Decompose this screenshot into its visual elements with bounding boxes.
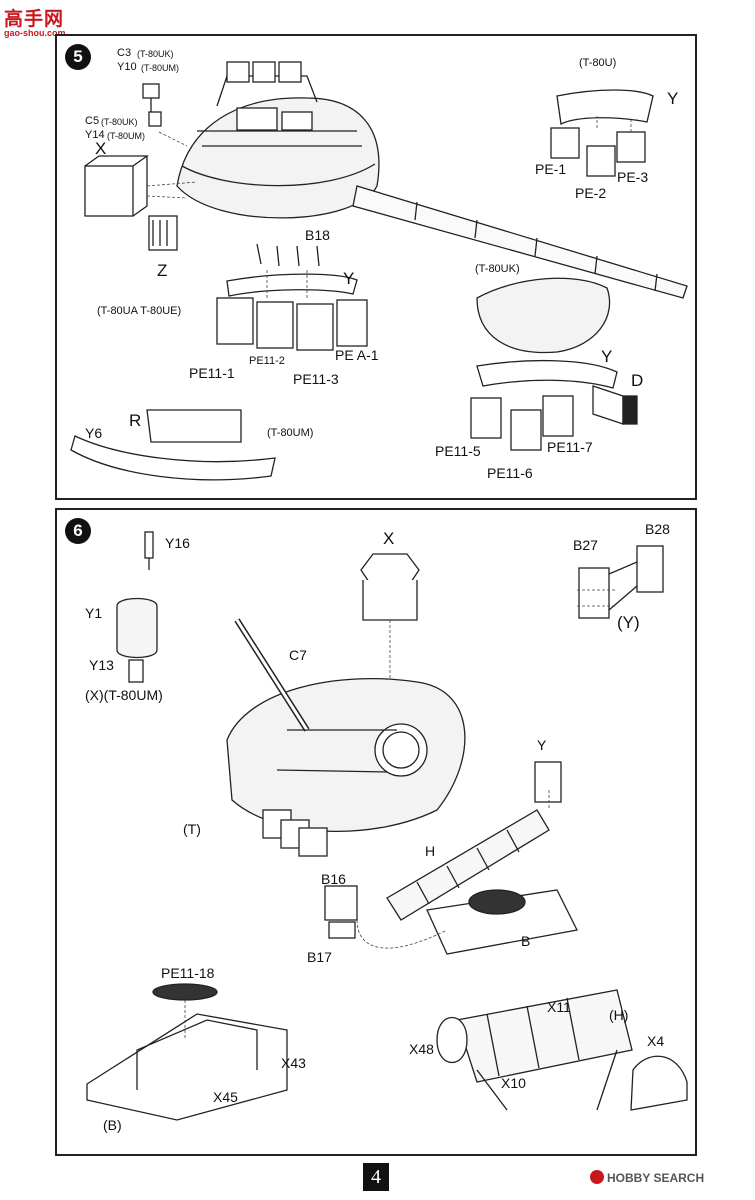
step-6-panel: 6 Y16 Y1 Y13 (X)(T-80UM) X C7 B27 B28 (Y… xyxy=(55,508,697,1156)
label-z: Z xyxy=(157,261,168,280)
label-pe11-6: PE11-6 xyxy=(487,465,533,481)
label-pe11-3: PE11-3 xyxy=(293,371,339,387)
label-c5: C5 xyxy=(85,115,100,127)
label-y-u: Y xyxy=(667,89,679,108)
page-number: 4 xyxy=(363,1163,389,1191)
label-y-main: Y xyxy=(343,269,355,288)
label-variant-uk: (T-80UK) xyxy=(475,263,520,275)
label-b16: B16 xyxy=(321,871,346,887)
label-b: B xyxy=(521,933,531,949)
label-y10-variant: (T-80UM) xyxy=(141,63,179,73)
label-y1: Y1 xyxy=(85,605,103,621)
watermark-title: 高手网 xyxy=(4,9,65,30)
label-h: H xyxy=(425,843,436,859)
label-b-group: (B) xyxy=(103,1117,122,1133)
label-pe11-1: PE11-1 xyxy=(189,365,235,381)
label-x: X xyxy=(95,139,107,158)
step-6-illustration xyxy=(86,531,688,1121)
label-x48: X48 xyxy=(409,1041,434,1057)
label-pe-3: PE-3 xyxy=(617,169,649,185)
label-y: Y xyxy=(537,737,547,753)
label-x10: X10 xyxy=(501,1075,526,1091)
label-h-group: (H) xyxy=(609,1007,629,1023)
label-pea-1: PE A-1 xyxy=(335,347,379,363)
hobby-search-logo-text: HOBBY SEARCH xyxy=(607,1171,705,1185)
label-x: X xyxy=(383,529,395,548)
label-x43: X43 xyxy=(281,1055,306,1071)
label-y6: Y6 xyxy=(85,425,103,441)
step-number-badge: 6 xyxy=(65,518,91,544)
label-b28: B28 xyxy=(645,521,670,537)
label-c5-variant: (T-80UK) xyxy=(101,117,138,127)
label-c7: C7 xyxy=(289,647,307,663)
label-b27: B27 xyxy=(573,537,598,553)
hobby-search-logo: HOBBY SEARCH xyxy=(590,1170,704,1185)
label-variant-ua-ue: (T-80UA T-80UE) xyxy=(97,305,182,317)
label-x11: X11 xyxy=(547,999,571,1015)
label-y-uk: Y xyxy=(601,347,613,366)
label-pe11-2: PE11-2 xyxy=(249,355,285,367)
step-number-badge: 5 xyxy=(65,44,91,70)
label-pe11-7: PE11-7 xyxy=(547,439,593,455)
label-c3-variant: (T-80UK) xyxy=(137,49,174,59)
label-y-group: (Y) xyxy=(617,613,640,632)
label-x4: X4 xyxy=(647,1033,665,1049)
label-variant-u: (T-80U) xyxy=(579,57,617,69)
label-y13: Y13 xyxy=(89,657,114,673)
label-c3: C3 xyxy=(117,47,132,59)
label-y14: Y14 xyxy=(85,129,105,141)
label-pe11-5: PE11-5 xyxy=(435,443,481,459)
step-5-illustration xyxy=(70,61,688,481)
label-x-variant: (X)(T-80UM) xyxy=(85,687,163,703)
label-b18: B18 xyxy=(305,227,330,243)
step-5-panel: 5 C3 (T-80UK) Y10 (T-80UM) C5 (T-80UK) Y… xyxy=(55,34,697,500)
label-pe11-18: PE11-18 xyxy=(161,965,215,981)
label-y16: Y16 xyxy=(165,535,190,551)
label-pe-2: PE-2 xyxy=(575,185,607,201)
site-watermark: 高手网 gao-shou.com xyxy=(4,4,84,40)
hobby-search-mark-icon xyxy=(590,1170,604,1184)
label-y10: Y10 xyxy=(117,61,137,73)
label-r: R xyxy=(129,411,142,430)
label-b17: B17 xyxy=(307,949,332,965)
label-variant-um: (T-80UM) xyxy=(267,427,314,439)
watermark-url: gao-shou.com xyxy=(4,28,66,38)
label-y14-variant: (T-80UM) xyxy=(107,131,145,141)
label-d: D xyxy=(631,371,644,390)
label-t: (T) xyxy=(183,821,201,837)
label-x45: X45 xyxy=(213,1089,238,1105)
label-pe-1: PE-1 xyxy=(535,161,567,177)
